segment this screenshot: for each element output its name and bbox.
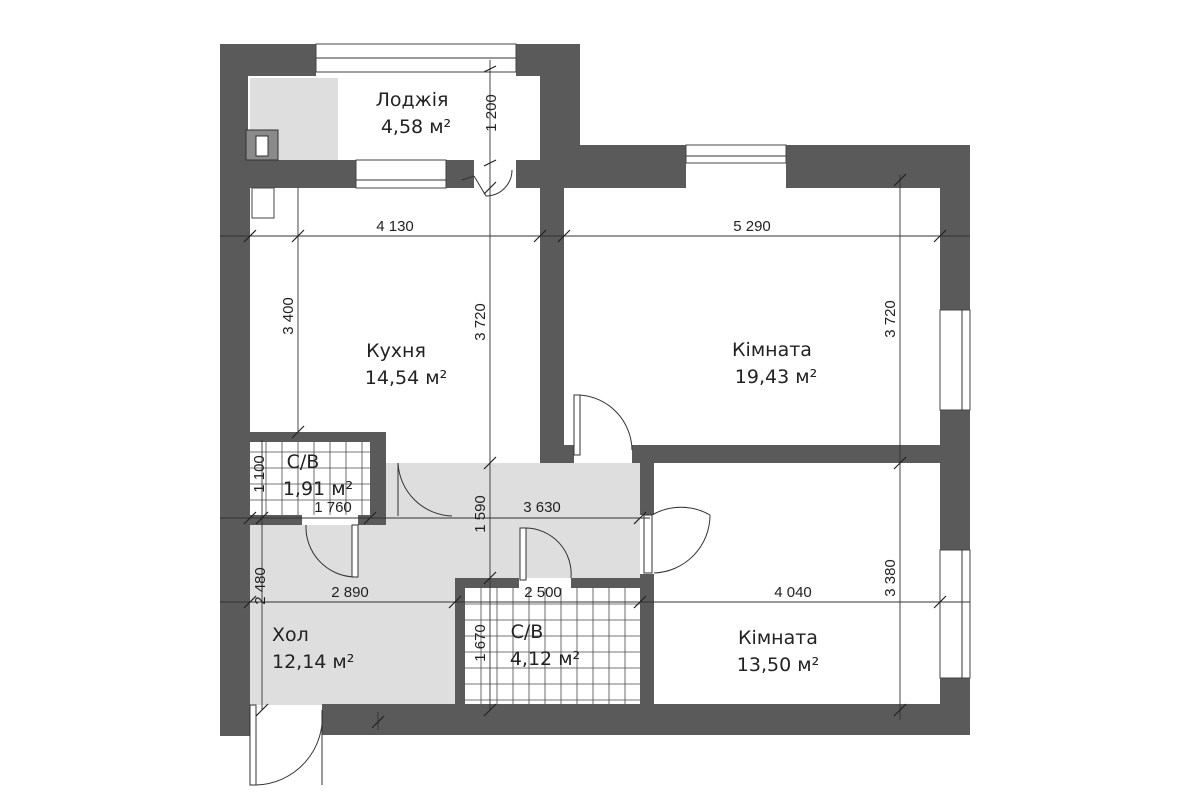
dim-hall-height: 2 480 [252, 567, 269, 605]
dim-room1-width: 5 290 [733, 218, 771, 235]
dim-kitchen-width: 4 130 [376, 218, 414, 235]
wc2-tiles [465, 588, 640, 705]
dimension-lines [220, 60, 970, 730]
room-hall-area: 12,14 м² [272, 651, 354, 673]
room-room2-name: Кімната [738, 627, 818, 649]
room-kitchen-name: Кухня [366, 340, 426, 362]
vent-shaft [245, 129, 279, 219]
room-wc1-name: С/В [287, 451, 320, 473]
room-kitchen-area: 14,54 м² [365, 367, 447, 389]
hall-floor [250, 463, 640, 705]
walls [220, 44, 970, 736]
doors [249, 169, 711, 786]
dim-wc1-width: 1 760 [314, 499, 352, 516]
room-wc2-area: 4,12 м² [510, 648, 580, 670]
dim-wc1-height: 1 100 [251, 455, 268, 493]
room-wc2-name: С/В [511, 621, 544, 643]
dim-loggia-depth: 1 200 [483, 94, 500, 132]
room-hall-name: Хол [272, 624, 309, 646]
dim-room2-width: 4 040 [774, 584, 812, 601]
dim-wc2-height: 1 670 [472, 624, 489, 662]
wc1-tiles [250, 440, 370, 515]
room-room1-area: 19,43 м² [735, 366, 817, 388]
dim-room2-height: 3 380 [882, 559, 899, 597]
dim-kitchen-height-left: 3 400 [280, 297, 297, 335]
dim-corridor-width: 3 630 [523, 499, 561, 516]
dim-hall-width: 2 890 [331, 584, 369, 601]
dim-corridor-height: 1 590 [472, 495, 489, 533]
room-loggia-area: 4,58 м² [381, 116, 451, 138]
room-loggia-name: Лоджія [376, 89, 449, 111]
windows [315, 43, 971, 679]
room-room1-name: Кімната [732, 339, 812, 361]
room-wc1-area: 1,91 м² [283, 478, 353, 500]
dim-kitchen-height-right: 3 720 [472, 303, 489, 341]
room-room2-area: 13,50 м² [737, 654, 819, 676]
dim-wc2-width: 2 500 [524, 584, 562, 601]
dim-room1-height: 3 720 [882, 300, 899, 338]
